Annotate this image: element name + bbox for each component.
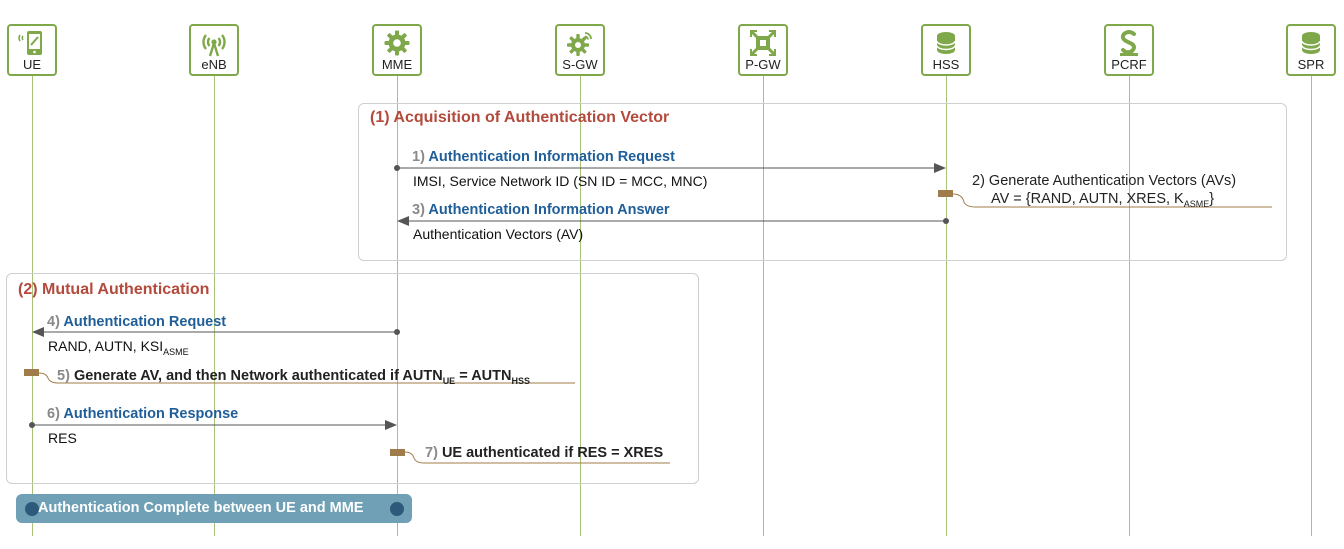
message-label: Authentication Request — [63, 314, 227, 330]
banner-endpoint-mme — [390, 502, 404, 516]
arrow-auth-info-request — [394, 163, 946, 173]
section-acquisition-title: (1) Acquisition of Authentication Vector — [370, 109, 670, 126]
completion-banner — [16, 494, 412, 523]
database-icon — [923, 29, 969, 57]
process-number: 7) — [425, 445, 438, 461]
section-mutual-auth-title: (2) Mutual Authentication — [18, 281, 210, 298]
gateway-cross-icon — [740, 29, 786, 57]
message-auth-response: 6) Authentication Response — [47, 406, 238, 422]
node-hss: HSS — [921, 24, 971, 76]
node-pgw: P-GW — [738, 24, 788, 76]
process-line-1: 2) Generate Authentication Vectors (AVs) — [972, 173, 1237, 189]
lifeline-hss — [946, 76, 947, 536]
message-number: 4) — [47, 314, 60, 330]
node-label: P-GW — [745, 57, 781, 72]
message-params: Authentication Vectors (AV) — [413, 226, 584, 242]
message-auth-request: 4) Authentication Request — [47, 314, 226, 330]
message-auth-info-request: 1) Authentication Information Request — [412, 149, 675, 165]
lifeline-pgw — [763, 76, 764, 536]
message-number: 3) — [412, 202, 425, 218]
radio-tower-icon — [191, 29, 237, 57]
arrow-auth-info-answer — [397, 216, 949, 226]
message-params: RAND, AUTN, KSIASME — [48, 338, 189, 357]
node-label: UE — [22, 57, 42, 72]
node-pcrf: PCRF — [1104, 24, 1154, 76]
node-label: PCRF — [1111, 57, 1147, 72]
database-icon — [1288, 29, 1334, 57]
arrow-auth-request — [32, 327, 400, 337]
message-label: Authentication Information Request — [428, 149, 675, 165]
gear-wireless-icon — [557, 29, 603, 57]
gear-icon — [374, 29, 420, 57]
node-label: HSS — [932, 57, 960, 72]
node-label: S-GW — [562, 57, 598, 72]
message-number: 6) — [47, 406, 60, 422]
completion-banner-text: Authentication Complete between UE and M… — [38, 500, 364, 516]
mobile-phone-icon — [9, 29, 55, 57]
node-mme: MME — [372, 24, 422, 76]
message-params: RES — [48, 430, 77, 446]
message-auth-info-answer: 3) Authentication Information Answer — [412, 202, 670, 218]
message-number: 1) — [412, 149, 425, 165]
node-label: MME — [381, 57, 413, 72]
section-acquisition-box — [358, 103, 1287, 261]
node-sgw: S-GW — [555, 24, 605, 76]
lifeline-sgw — [580, 76, 581, 536]
process-number: 5) — [57, 368, 70, 384]
process-generate-av-ue — [24, 369, 575, 384]
node-enb: eNB — [189, 24, 239, 76]
lifeline-pcrf — [1129, 76, 1130, 536]
arrow-auth-response — [29, 420, 397, 430]
lifeline-spr — [1311, 76, 1312, 536]
process-generate-av-text: 2) Generate Authentication Vectors (AVs) — [972, 173, 1236, 189]
process-ue-authenticated: 7) UE authenticated if RES = XRES — [425, 445, 664, 461]
process-network-authenticated: 5) Generate AV, and then Network authent… — [57, 368, 530, 386]
process-av-formula: AV = {RAND, AUTN, XRES, KASME} — [991, 191, 1215, 209]
process-generate-av-hss — [938, 190, 1272, 208]
node-spr: SPR — [1286, 24, 1336, 76]
lifeline-mme — [397, 76, 398, 536]
node-label: SPR — [1297, 57, 1325, 72]
message-label: Authentication Response — [63, 406, 239, 422]
lifeline-ue — [32, 76, 33, 536]
process-ue-authenticated-mme — [390, 449, 670, 464]
section-mutual-auth-box — [6, 273, 699, 484]
message-label: Authentication Information Answer — [428, 202, 670, 218]
lifeline-enb — [214, 76, 215, 536]
node-ue: UE — [7, 24, 57, 76]
node-label: eNB — [201, 57, 227, 72]
policy-s-icon — [1106, 29, 1152, 57]
banner-endpoint-ue — [25, 502, 39, 516]
message-params: IMSI, Service Network ID (SN ID = MCC, M… — [413, 173, 708, 189]
